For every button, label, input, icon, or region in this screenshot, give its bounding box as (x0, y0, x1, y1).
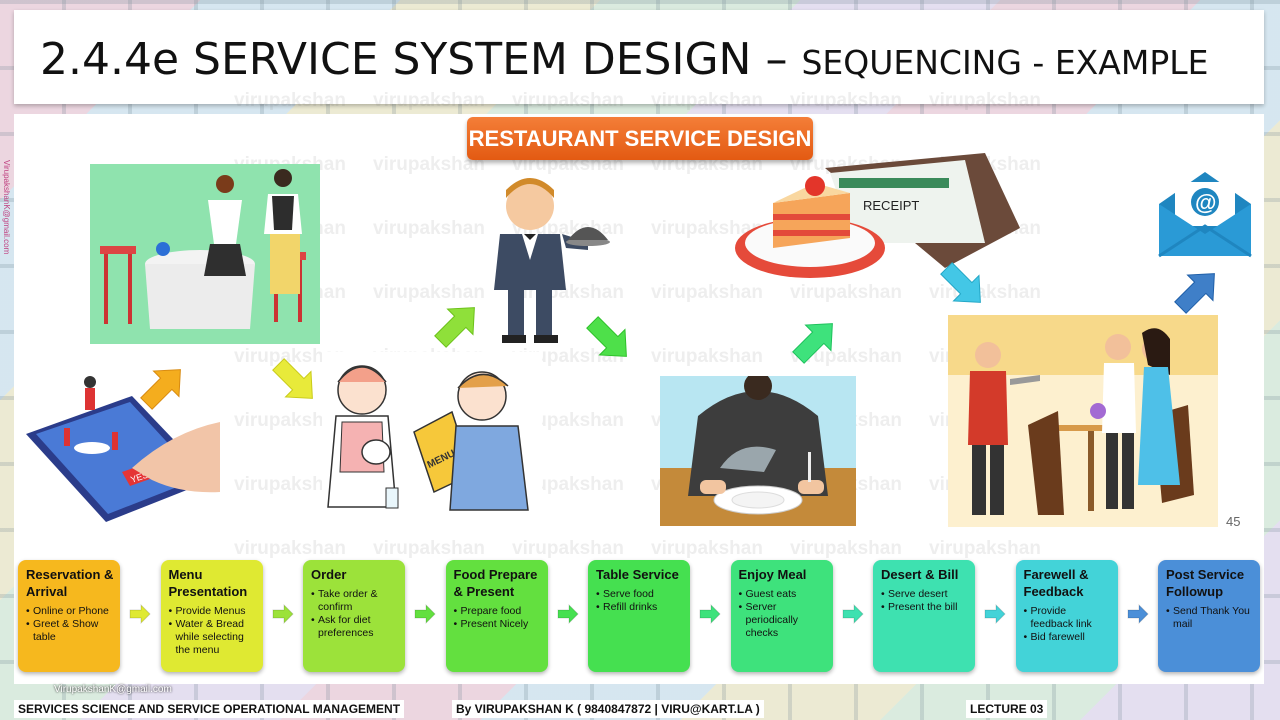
process-step: Table ServiceServe foodRefill drinks (588, 560, 690, 672)
arrow-table-to-menu (266, 352, 325, 411)
arrow-meal-to-dessert (786, 311, 845, 370)
arrow-menu-to-waiter (428, 295, 487, 354)
footer-course: SERVICES SCIENCE AND SERVICE OPERATIONAL… (14, 700, 404, 718)
process-step: Farewell & FeedbackProvide feedback link… (1016, 560, 1118, 672)
process-step: Desert & BillServe desertPresent the bil… (873, 560, 975, 672)
process-step-title: Enjoy Meal (739, 566, 827, 583)
step-arrow-icon (414, 604, 436, 624)
process-step-bullets: Provide MenusWater & Bread while selecti… (169, 605, 257, 657)
process-step-bullet: Provide feedback link (1024, 605, 1112, 631)
footer-author: By VIRUPAKSHAN K ( 9840847872 | VIRU@KAR… (452, 700, 764, 718)
process-step-bullet: Serve desert (881, 588, 969, 601)
process-step-title: Farewell & Feedback (1024, 566, 1112, 600)
step-arrow-icon (272, 604, 294, 624)
process-step: Food Prepare & PresentPrepare foodPresen… (446, 560, 548, 672)
process-step-bullet: Present the bill (881, 601, 969, 614)
step-arrow-icon (129, 604, 151, 624)
footer-lecture: LECTURE 03 (966, 700, 1047, 718)
process-step-bullet: Provide Menus (169, 605, 257, 618)
process-step-bullets: Serve foodRefill drinks (596, 588, 684, 614)
process-step-bullet: Send Thank You mail (1166, 605, 1254, 631)
page-number: 45 (1226, 514, 1240, 529)
process-step-title: Food Prepare & Present (454, 566, 542, 600)
process-step-bullet: Present Nicely (454, 618, 542, 631)
arrow-waiter-to-meal (580, 310, 639, 369)
process-step-bullets: Provide feedback linkBid farewell (1024, 605, 1112, 644)
process-step-bullet: Refill drinks (596, 601, 684, 614)
process-step-title: Table Service (596, 566, 684, 583)
process-step-title: Order (311, 566, 399, 583)
process-step-title: Menu Presentation (169, 566, 257, 600)
arrow-reservation-to-table (134, 357, 193, 416)
process-step-bullet: Online or Phone (26, 605, 114, 618)
process-step: Post Service FollowupSend Thank You mail (1158, 560, 1260, 672)
process-step: OrderTake order & confirmAsk for diet pr… (303, 560, 405, 672)
process-step-bullets: Take order & confirmAsk for diet prefere… (311, 588, 399, 640)
process-step: Reservation & ArrivalOnline or PhoneGree… (18, 560, 120, 672)
process-step-title: Reservation & Arrival (26, 566, 114, 600)
arrow-dessert-to-farewell (934, 256, 993, 315)
process-step-bullet: Serve food (596, 588, 684, 601)
bottom-email: VirupakshanK@gmail.com (54, 684, 172, 695)
process-step-bullet: Take order & confirm (311, 588, 399, 614)
process-step-bullet: Ask for diet preferences (311, 614, 399, 640)
process-step-bullet: Prepare food (454, 605, 542, 618)
process-step-bullet: Guest eats (739, 588, 827, 601)
process-step-title: Post Service Followup (1166, 566, 1254, 600)
process-step-bullets: Send Thank You mail (1166, 605, 1254, 631)
process-step-bullet: Server periodically checks (739, 601, 827, 640)
process-step-bullets: Serve desertPresent the bill (881, 588, 969, 614)
step-arrow-icon (842, 604, 864, 624)
process-step-bullet: Bid farewell (1024, 631, 1112, 644)
process-step-bullets: Prepare foodPresent Nicely (454, 605, 542, 631)
step-arrow-icon (557, 604, 579, 624)
process-step: Menu PresentationProvide MenusWater & Br… (161, 560, 263, 672)
process-step: Enjoy MealGuest eatsServer periodically … (731, 560, 833, 672)
process-step-bullets: Guest eatsServer periodically checks (739, 588, 827, 640)
arrow-farewell-to-mail (1168, 261, 1227, 320)
process-step-title: Desert & Bill (881, 566, 969, 583)
process-step-bullet: Water & Bread while selecting the menu (169, 618, 257, 657)
step-arrow-icon (699, 604, 721, 624)
step-arrow-icon (1127, 604, 1149, 624)
step-arrow-icon (984, 604, 1006, 624)
process-step-bullet: Greet & Show table (26, 618, 114, 644)
process-step-bullets: Online or PhoneGreet & Show table (26, 605, 114, 644)
